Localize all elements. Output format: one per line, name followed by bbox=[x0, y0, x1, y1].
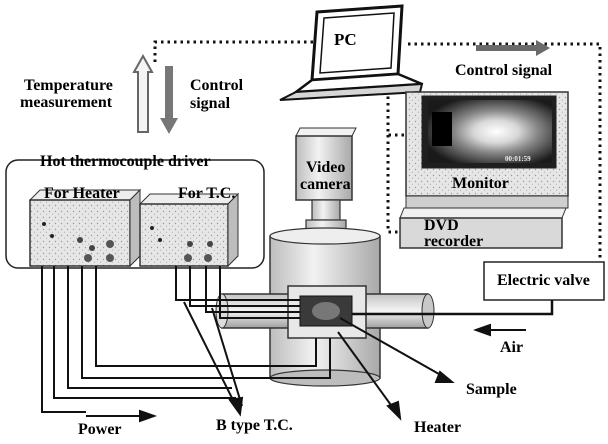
power-arrow bbox=[86, 411, 154, 421]
control-signal-right-label: Control signal bbox=[455, 63, 552, 79]
for-heater-label: For Heater bbox=[44, 186, 120, 202]
measurement-label: measurement bbox=[20, 95, 112, 111]
pc-left-signal-line bbox=[155, 42, 318, 62]
b-type-tc-label: B type T.C. bbox=[216, 418, 293, 434]
power-wire-1 bbox=[42, 266, 86, 412]
video-label: Video bbox=[306, 160, 345, 176]
electric-valve-label: Electric valve bbox=[497, 273, 590, 289]
tc-driver-box bbox=[140, 194, 238, 266]
power-label: Power bbox=[78, 422, 122, 438]
heater-label: Heater bbox=[414, 420, 461, 436]
signal-label: signal bbox=[190, 96, 230, 112]
control-signal-arrow-right bbox=[476, 40, 550, 56]
recorder-label: recorder bbox=[424, 234, 483, 250]
monitor-screen-timestamp: 00:01:59 bbox=[505, 156, 531, 163]
monitor-label: Monitor bbox=[452, 176, 509, 192]
for-tc-label: For T.C. bbox=[178, 186, 235, 202]
air-label: Air bbox=[500, 340, 523, 356]
temperature-measurement-arrow bbox=[134, 56, 152, 132]
heater-wire-1 bbox=[68, 266, 232, 388]
sample-label: Sample bbox=[466, 382, 517, 398]
pc-laptop bbox=[280, 6, 422, 100]
control-signal-arrow-down bbox=[160, 66, 178, 134]
control-label: Control bbox=[190, 78, 243, 94]
dvd-label: DVD bbox=[424, 218, 459, 234]
air-arrow bbox=[476, 325, 526, 335]
temperature-label: Temperature bbox=[24, 78, 113, 94]
camera-label: camera bbox=[300, 177, 351, 193]
hot-thermocouple-driver-label: Hot thermocouple driver bbox=[40, 154, 211, 170]
pc-label: PC bbox=[334, 31, 357, 48]
